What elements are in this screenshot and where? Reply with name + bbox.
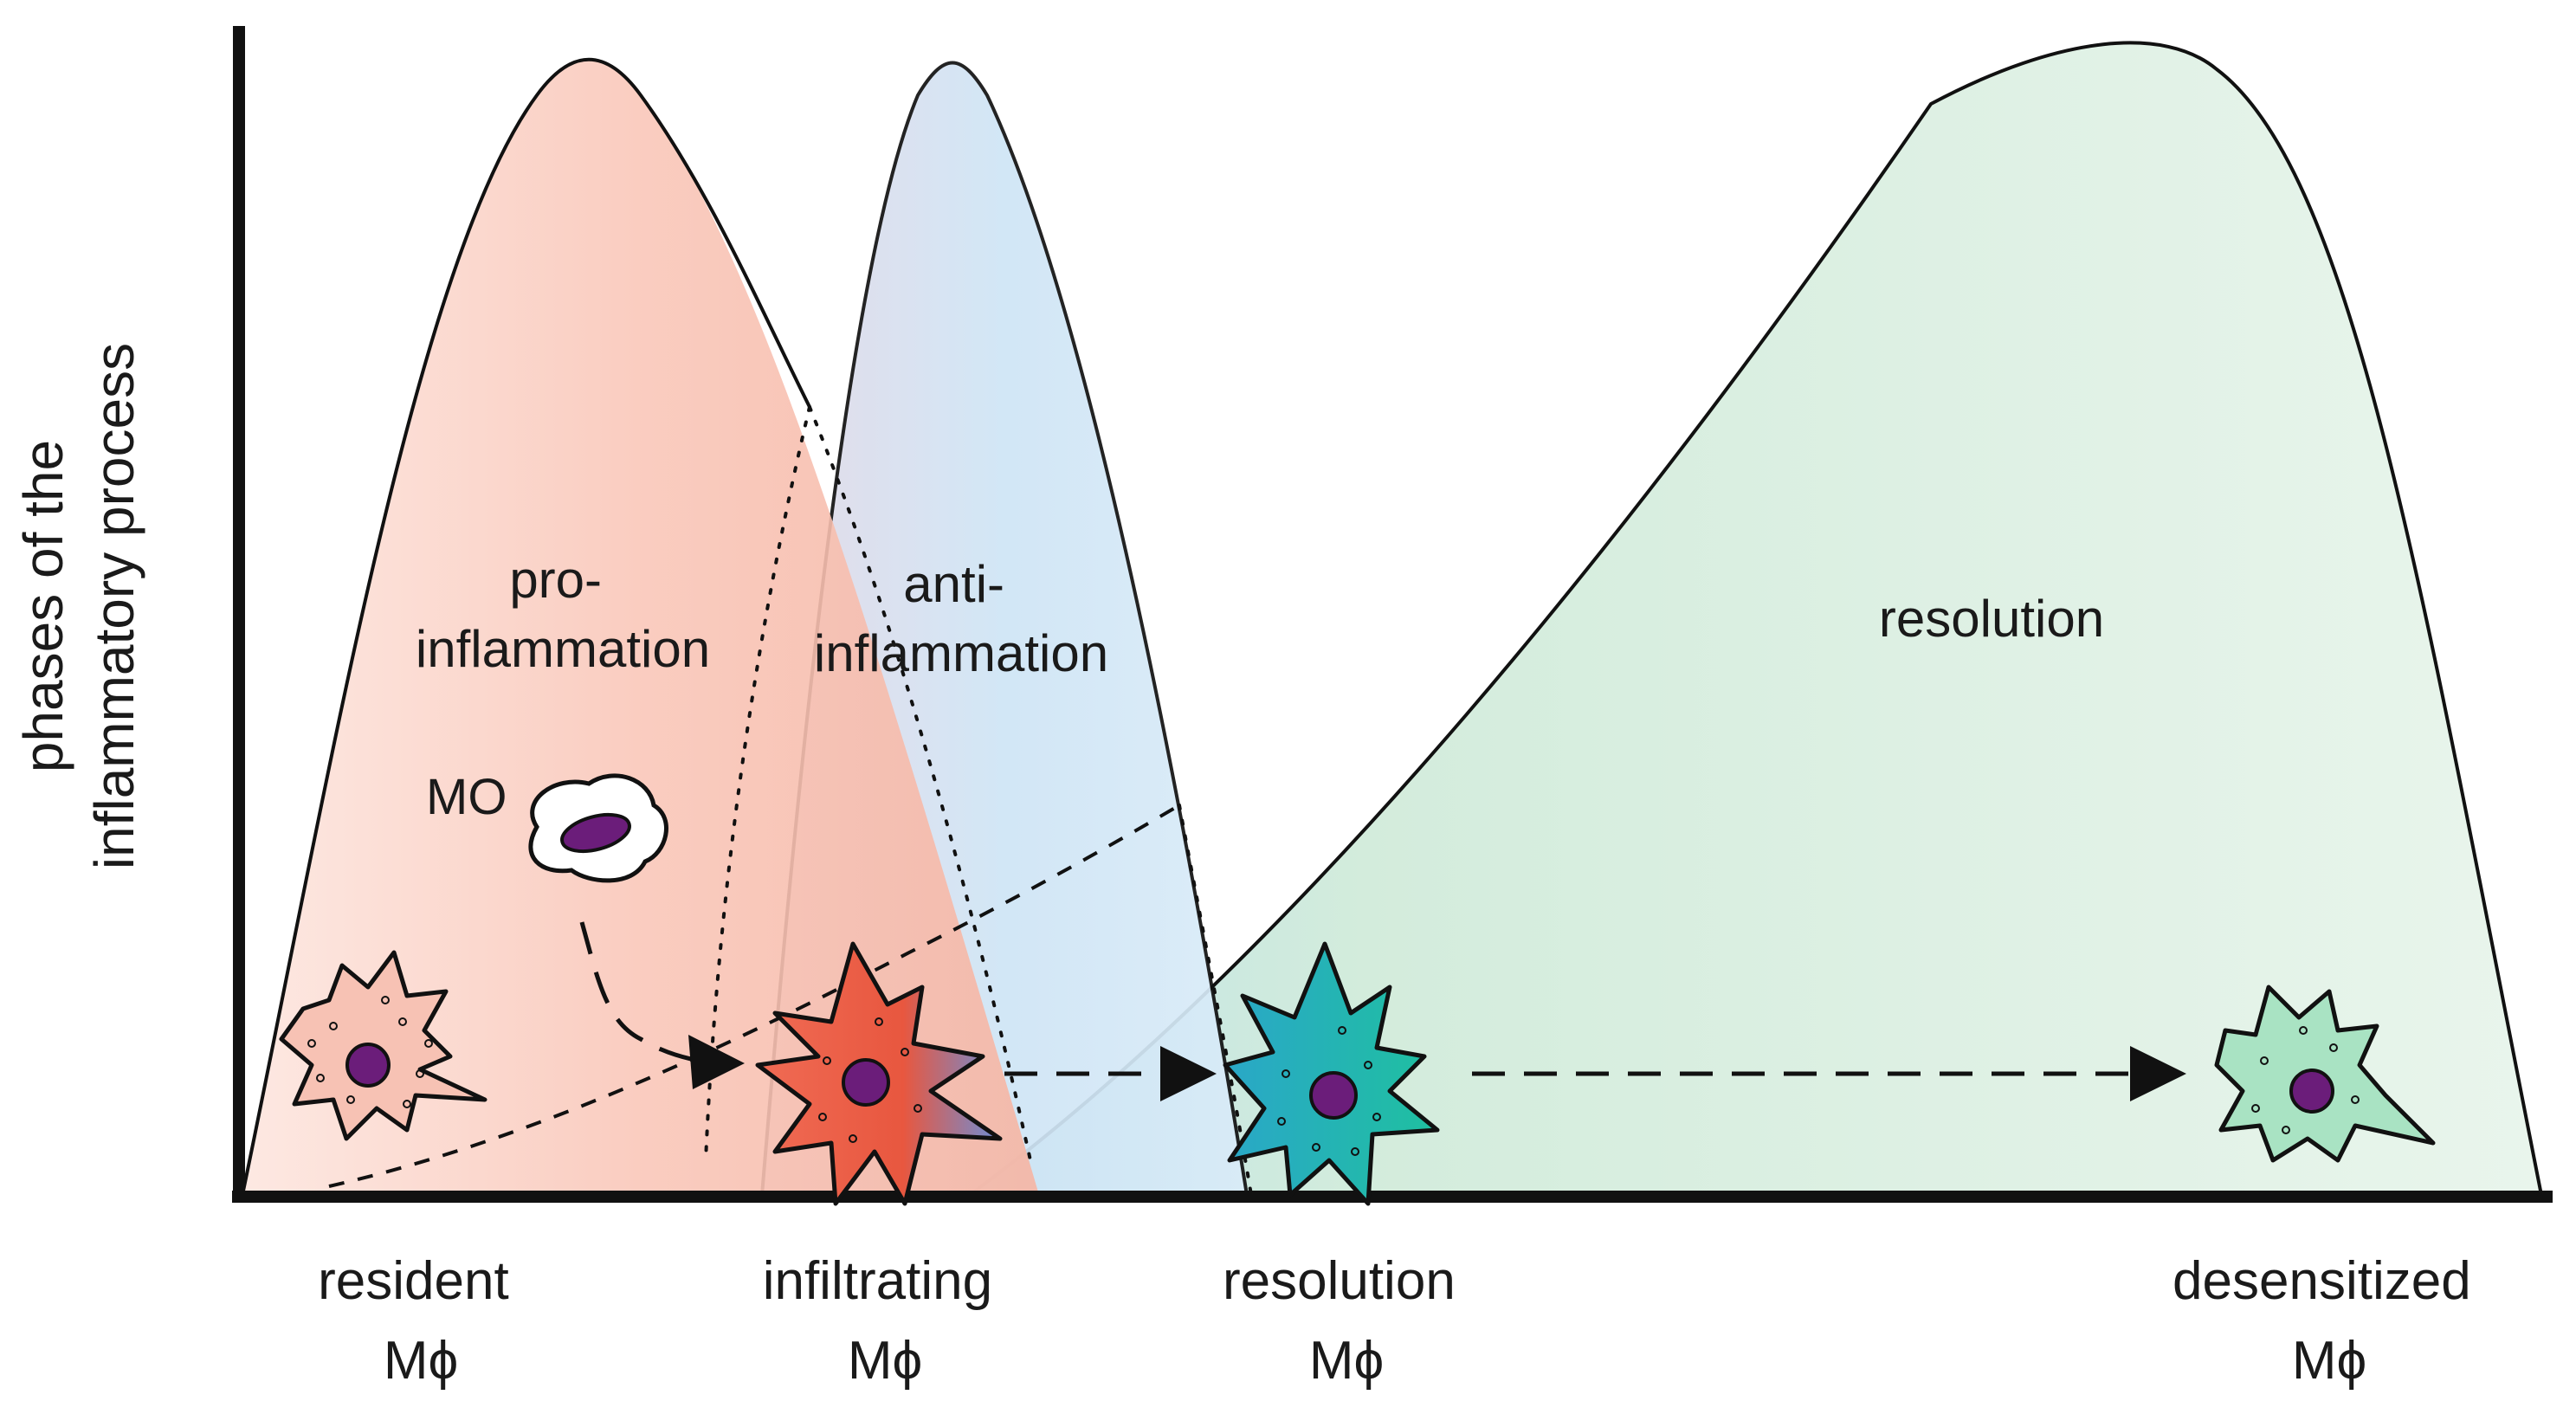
resolution-phase-area [964,41,2544,1197]
resident-macrophage [279,950,487,1141]
infiltrating-macrophage [755,941,1003,1206]
pro-inflammation-label: pro- inflammation [416,551,710,678]
pro-inflammation-dotted-outline [808,405,1032,1162]
anti-inflammation-dotted-outline [704,405,811,1162]
desensitized-macrophage-label: desensitized Mϕ [2172,1251,2486,1391]
anti-inflammation-label: anti- inflammation [814,555,1108,682]
monocyte-migration-arrow [579,921,720,1066]
monocyte-nucleus [560,812,631,854]
infiltrating-macrophage-label: infiltrating Mϕ [763,1251,1008,1391]
arrowhead-resolution-to-desensitized [2130,1046,2186,1101]
resolution-dashed-rise [328,804,1181,1188]
pro-inflammation-outline [241,57,811,1196]
monocyte-arrowhead [688,1035,745,1089]
resident-macrophage-label: resident Mϕ [318,1251,524,1391]
y-axis-label-line2: inflammatory process [83,343,145,869]
resolution-phase-label: resolution [1879,590,2104,648]
desensitized-macrophage [2214,985,2436,1163]
y-axis-label-line1: phases of the [12,440,74,772]
arrowhead-infiltrating-to-resolution [1160,1046,1217,1101]
monocyte-label: MO [426,769,507,825]
pro-inflammation-phase-area [242,59,1039,1195]
resolution-macrophage-label: resolution Mϕ [1223,1251,1470,1391]
resolution-macrophage [1223,941,1440,1206]
